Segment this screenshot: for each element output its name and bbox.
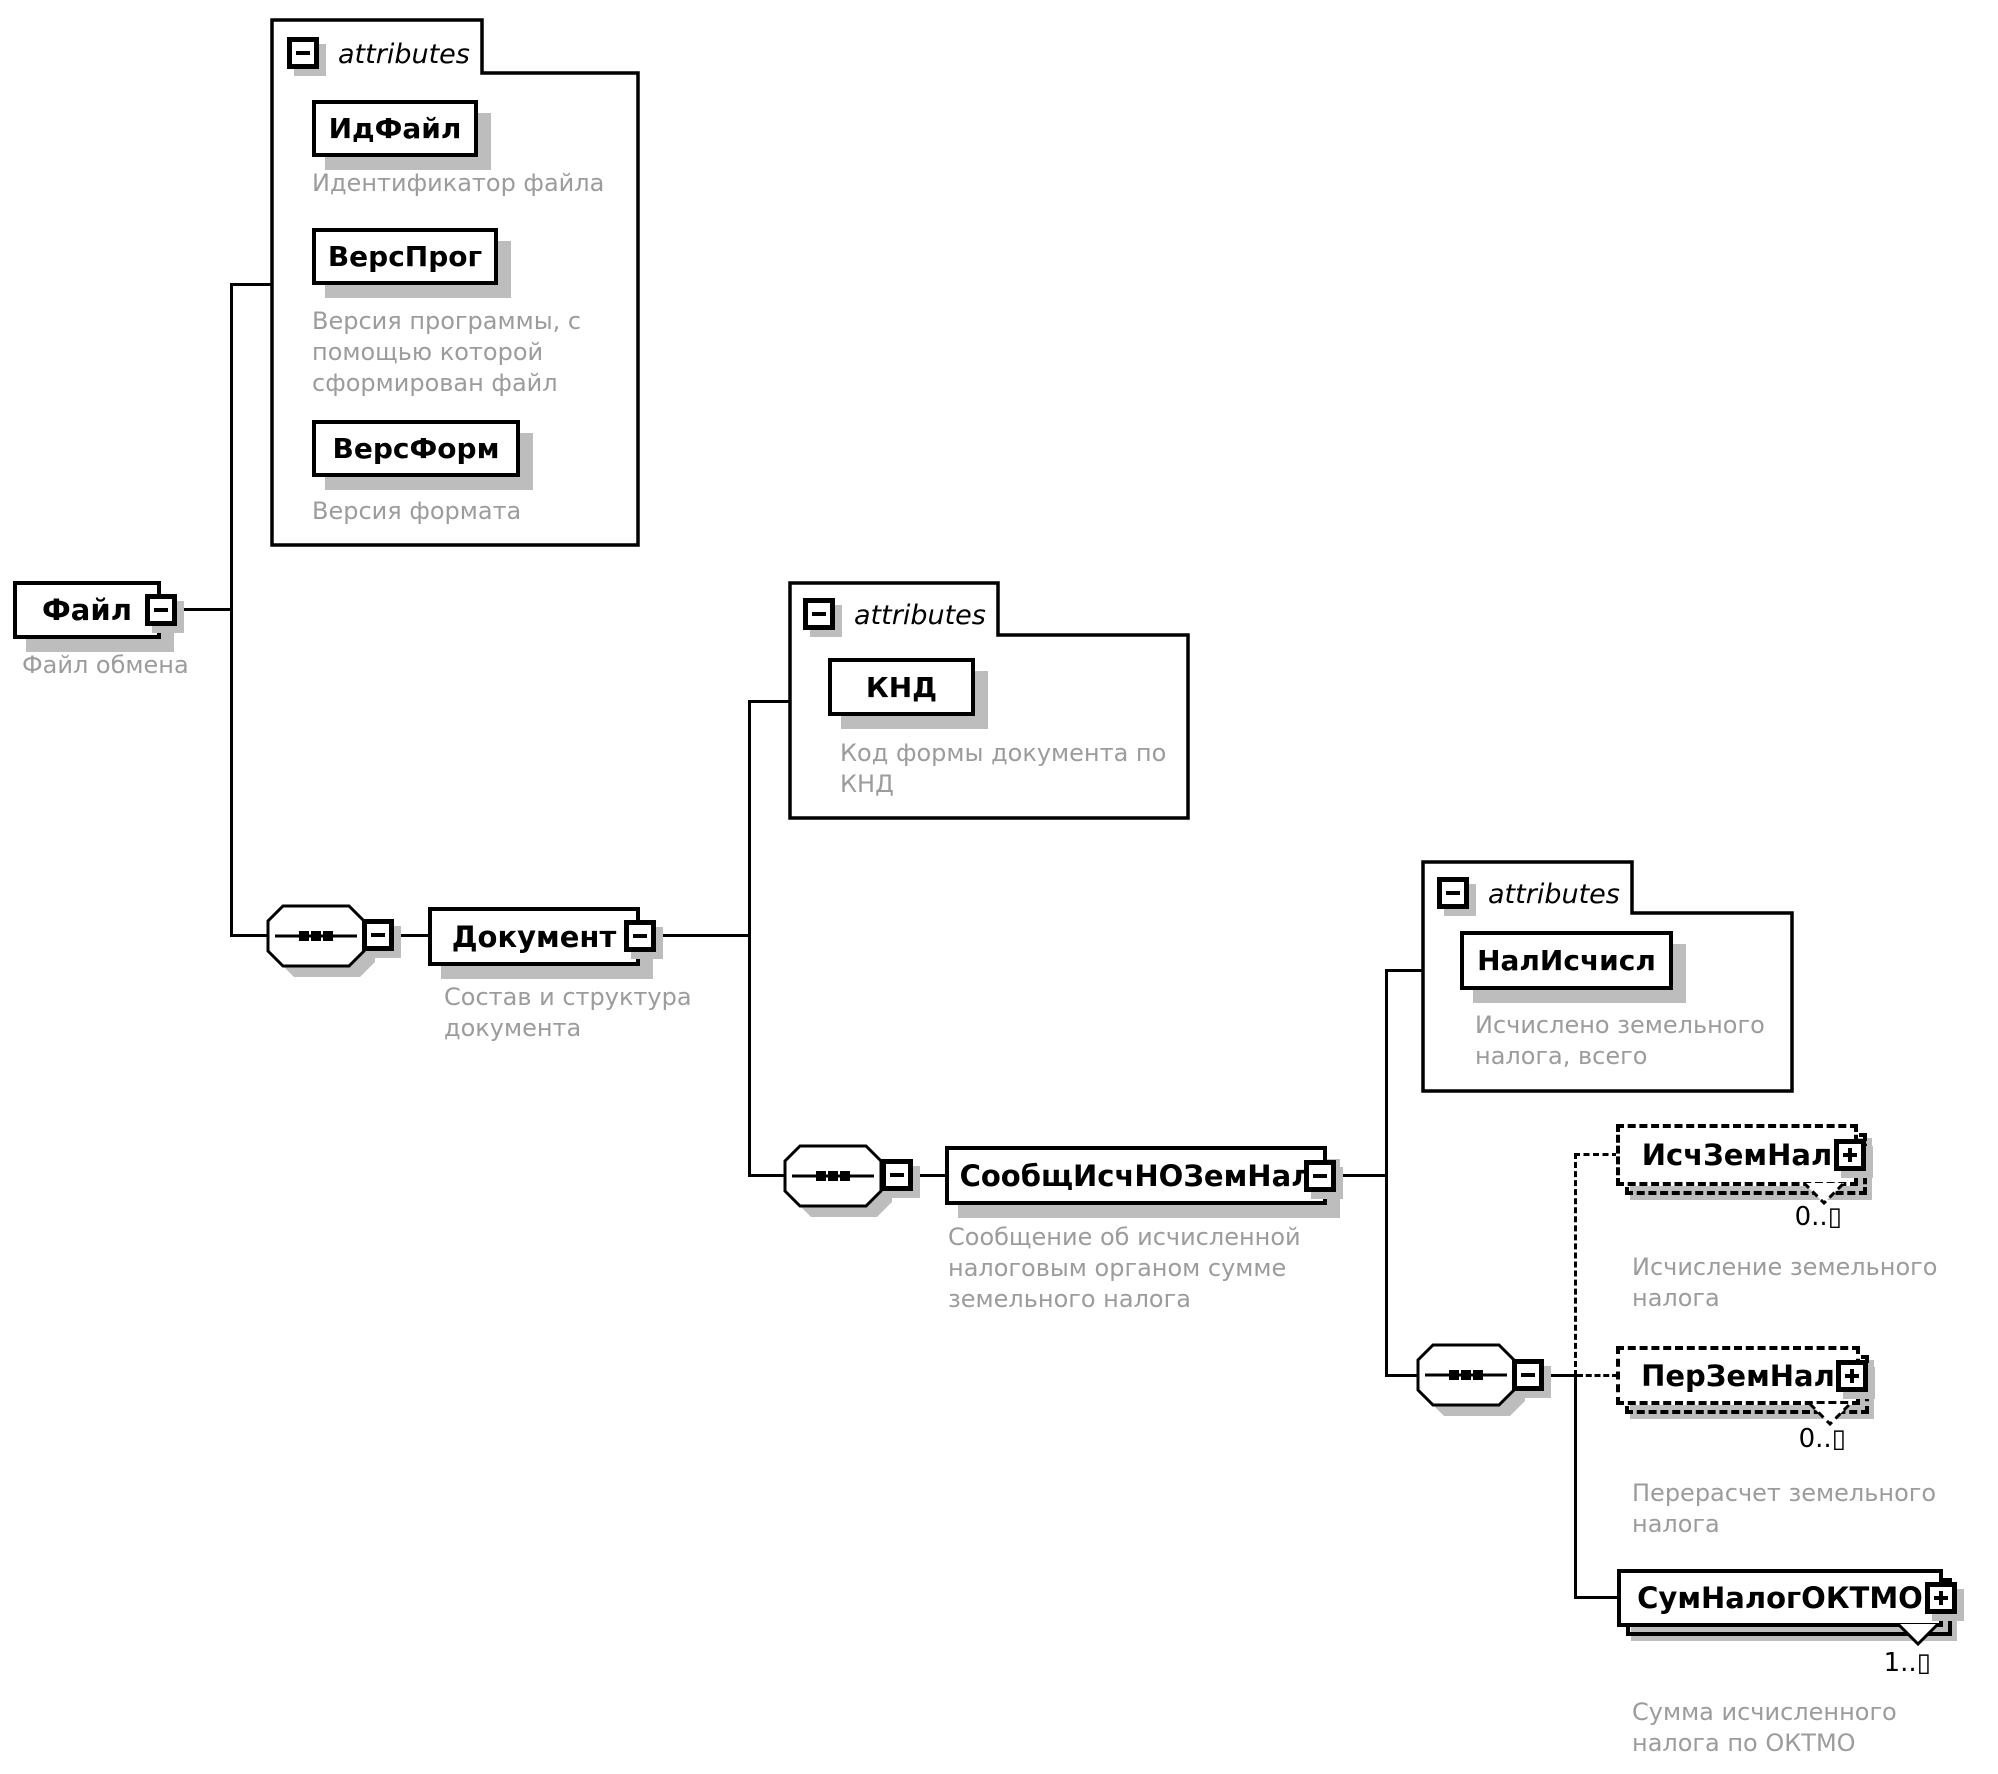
- connector-line: [1385, 1374, 1422, 1377]
- connector-line: [1546, 1374, 1576, 1377]
- collapse-button[interactable]: [1437, 877, 1469, 909]
- connector-line: [230, 283, 233, 937]
- annotation-nalischisl: Исчислено земельного налога, всего: [1475, 1011, 1765, 1070]
- element-label: ИсчЗемНал: [1641, 1138, 1833, 1172]
- expand-button[interactable]: [1925, 1582, 1957, 1614]
- connector-line: [230, 934, 270, 937]
- collapse-button[interactable]: [362, 919, 394, 951]
- collapse-button[interactable]: [1512, 1359, 1544, 1391]
- plus-icon: [1939, 1591, 1943, 1605]
- connector-line-dashed: [1574, 1153, 1577, 1376]
- annotation-soobshischnozemnal: Сообщение об исчисленной налоговым орган…: [948, 1223, 1301, 1313]
- expand-button[interactable]: [1836, 1360, 1868, 1392]
- sequence-compositor[interactable]: [1416, 1343, 1536, 1423]
- annotation-sumnalogoktmo: Сумма исчисленного налога по ОКТМО: [1632, 1698, 1897, 1757]
- element-label: СообщИсчНОЗемНал: [959, 1158, 1313, 1193]
- attribute-versform[interactable]: ВерсФорм: [312, 420, 520, 477]
- repeat-chevron-icon: [1802, 1181, 1846, 1206]
- annotation-fajl: Файл обмена: [22, 651, 189, 679]
- attributes-group-title: attributes: [1488, 879, 1620, 910]
- element-label: Документ: [451, 919, 617, 954]
- attributes-group-dokument: [788, 581, 1190, 820]
- attribute-label: ВерсПрог: [327, 240, 483, 273]
- connector-line: [230, 283, 272, 286]
- annotation-knd: Код формы документа по КНД: [840, 739, 1167, 798]
- connector-line: [1336, 1174, 1387, 1177]
- minus-icon: [633, 934, 647, 938]
- collapse-button[interactable]: [803, 598, 835, 630]
- attributes-group-title: attributes: [338, 39, 470, 70]
- element-dokument[interactable]: Документ: [428, 907, 640, 966]
- attribute-label: КНД: [865, 670, 938, 704]
- connector-line-dashed: [1577, 1374, 1618, 1377]
- connector-line: [913, 1174, 945, 1177]
- minus-icon: [812, 612, 826, 616]
- expand-button[interactable]: [1834, 1139, 1866, 1171]
- annotation-versprog: Версия программы, с помощью которой сфор…: [312, 307, 582, 397]
- occurrence-label: 1..▯: [1883, 1648, 1931, 1678]
- occurrence-label: 0..▯: [1798, 1424, 1846, 1454]
- element-fajl[interactable]: Файл: [13, 581, 161, 639]
- connector-line: [1385, 969, 1388, 1376]
- collapse-button[interactable]: [145, 594, 177, 626]
- connector-line: [1385, 969, 1425, 972]
- connector-line: [748, 700, 751, 1177]
- annotation-dokument: Состав и структура документа: [444, 983, 692, 1042]
- connector-line-dashed: [1574, 1153, 1618, 1156]
- repeat-chevron-icon: [1808, 1402, 1852, 1427]
- element-label: СумНалогОКТМО: [1637, 1581, 1923, 1615]
- connector-line: [656, 934, 750, 937]
- attributes-group-title: attributes: [854, 600, 986, 631]
- collapse-button[interactable]: [1304, 1160, 1336, 1192]
- occurrence-label: 0..▯: [1794, 1202, 1842, 1232]
- annotation-perzemnal: Перерасчет земельного налога: [1632, 1479, 1937, 1538]
- connector-line: [1574, 1374, 1577, 1599]
- element-ischzemnal[interactable]: ИсчЗемНал: [1616, 1124, 1858, 1186]
- minus-icon: [296, 51, 310, 55]
- collapse-button[interactable]: [287, 37, 319, 69]
- plus-icon: [1850, 1369, 1854, 1383]
- connector-line: [748, 700, 792, 703]
- annotation-versform: Версия формата: [312, 497, 522, 525]
- attribute-versprog[interactable]: ВерсПрог: [312, 228, 498, 285]
- sequence-compositor[interactable]: [783, 1144, 903, 1224]
- repeat-chevron-icon: [1896, 1622, 1940, 1647]
- element-label: ПерЗемНал: [1641, 1358, 1835, 1393]
- annotation-idfajl: Идентификатор файла: [312, 169, 605, 197]
- annotation-ischzemnal: Исчисление земельного налога: [1632, 1253, 1938, 1312]
- element-label: Файл: [42, 593, 132, 627]
- sequence-compositor[interactable]: [266, 904, 386, 984]
- connector-line: [177, 608, 230, 611]
- collapse-button[interactable]: [881, 1159, 913, 1191]
- minus-icon: [1521, 1373, 1535, 1377]
- connector-line: [1574, 1596, 1617, 1599]
- connector-line: [396, 934, 428, 937]
- plus-icon: [1848, 1148, 1852, 1162]
- attribute-nalischisl[interactable]: НалИсчисл: [1460, 931, 1673, 990]
- element-sumnalogoktmo[interactable]: СумНалогОКТМО: [1617, 1569, 1943, 1627]
- collapse-button[interactable]: [624, 920, 656, 952]
- minus-icon: [154, 608, 168, 612]
- minus-icon: [890, 1173, 904, 1177]
- attribute-idfajl[interactable]: ИдФайл: [312, 100, 478, 157]
- attribute-label: ВерсФорм: [332, 432, 500, 465]
- minus-icon: [1446, 891, 1460, 895]
- minus-icon: [371, 933, 385, 937]
- minus-icon: [1313, 1174, 1327, 1178]
- element-soobshischnozemnal[interactable]: СообщИсчНОЗемНал: [945, 1146, 1327, 1205]
- attribute-label: НалИсчисл: [1477, 944, 1656, 977]
- attribute-knd[interactable]: КНД: [828, 658, 975, 716]
- element-perzemnal[interactable]: ПерЗемНал: [1616, 1346, 1860, 1405]
- connector-line: [748, 1174, 788, 1177]
- attribute-label: ИдФайл: [328, 112, 462, 145]
